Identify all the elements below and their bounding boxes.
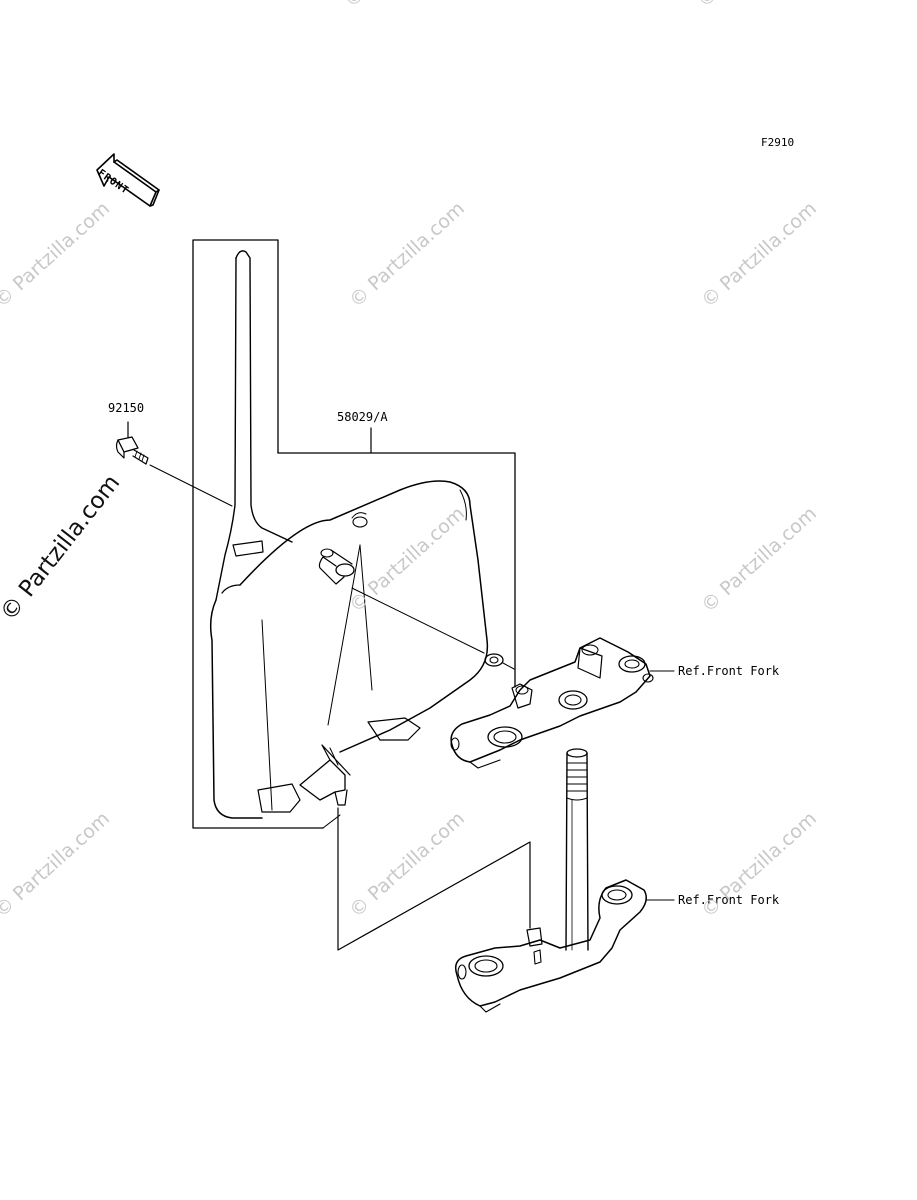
callout-bracket-58029 (277, 452, 516, 688)
ref-front-fork-lower: Ref.Front Fork (678, 893, 780, 907)
washer (484, 653, 504, 667)
part-number-92150: 92150 (108, 401, 145, 415)
ref-front-fork-upper: Ref.Front Fork (678, 664, 780, 678)
part-number-58029a: 58029/A (337, 410, 388, 424)
assembly-bracket (192, 239, 324, 829)
front-arrow-icon (96, 153, 160, 207)
bolt-92150 (115, 436, 149, 465)
callout-bracket-lower (337, 807, 531, 951)
number-plate-strap (215, 250, 293, 601)
steering-stem (565, 748, 589, 951)
number-plate (209, 480, 489, 829)
spacer-collar (318, 548, 355, 585)
upper-triple-clamp (450, 637, 654, 769)
lower-triple-clamp (454, 879, 647, 1013)
figure-code: F2910 (761, 136, 795, 149)
